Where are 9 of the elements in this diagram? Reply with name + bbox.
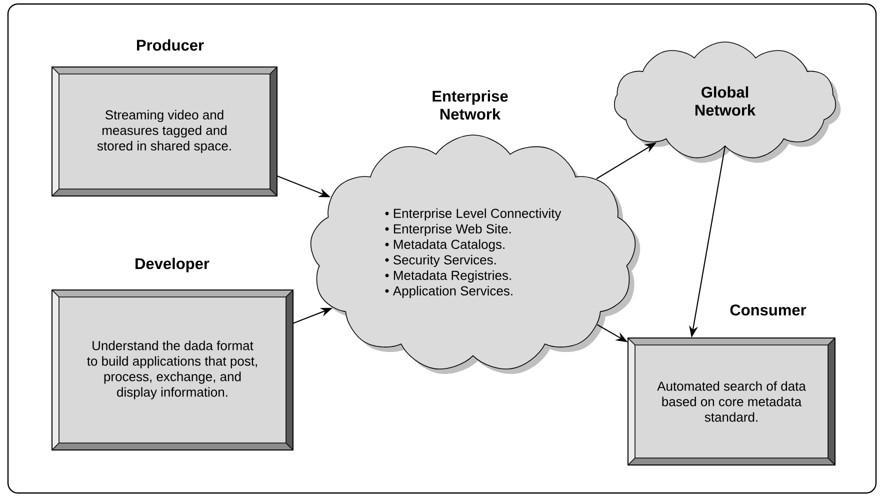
- network-cloud: • Enterprise Level Connectivity • Enterprise Web Site. • Metadata Catalogs. • Security Services. • Metadata Registries. • Application Services.: [310, 134, 640, 374]
- process-box: Streaming video and measures tagged and stored in shared space.: [52, 66, 278, 196]
- process-box: Automated search of data based on core metadata standard.: [628, 338, 836, 466]
- network-cloud: Global Network: [614, 42, 841, 163]
- box-heading: Producer: [137, 39, 204, 51]
- process-box: Understand the dada format to build applications that post, process, exchange, and display information.: [52, 290, 294, 450]
- box-heading: Consumer: [730, 304, 806, 316]
- box-heading: Developer: [136, 258, 210, 272]
- cloud-heading: Enterprise Network: [432, 90, 508, 120]
